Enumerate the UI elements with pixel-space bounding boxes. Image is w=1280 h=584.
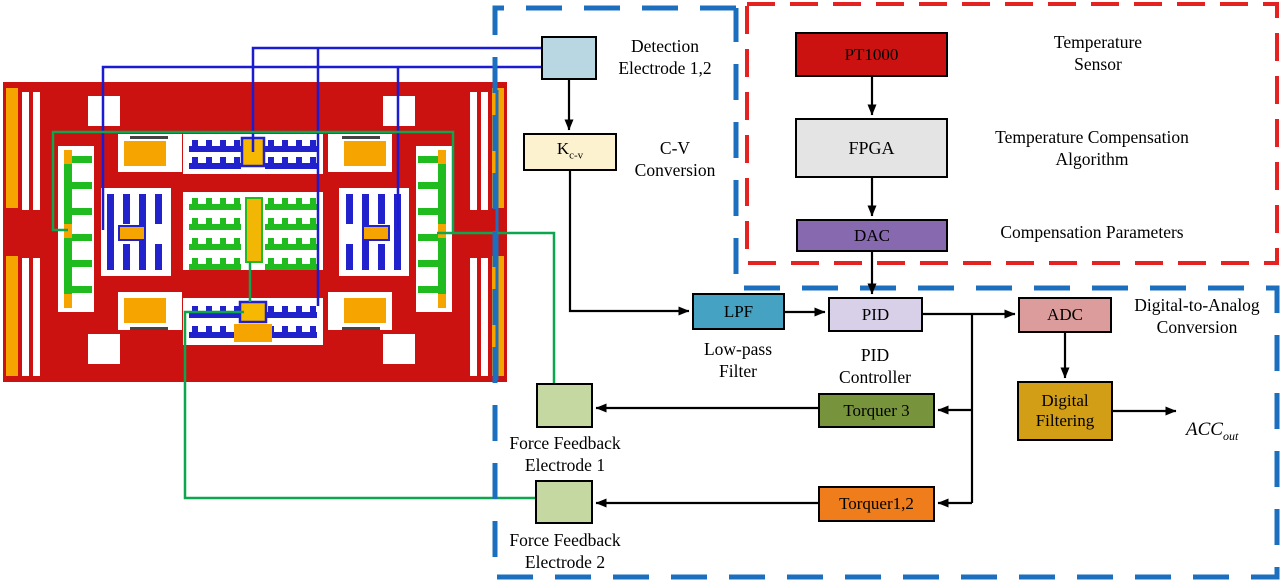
adc-block: ADC: [1018, 297, 1112, 333]
pid-block: PID: [828, 297, 923, 332]
force-feedback1-caption: Force Feedback Electrode 1: [509, 433, 621, 475]
compensation-parameters-caption: Compensation Parameters: [1000, 222, 1184, 242]
torquer3-block: Torquer 3: [818, 393, 935, 428]
digital-filtering-label: Digital Filtering: [1035, 391, 1095, 430]
detection-electrode-caption: Detection Electrode 1,2: [618, 36, 712, 78]
dac-block: DAC: [796, 219, 948, 252]
temperature-sensor-caption: Temperature Sensor: [1053, 32, 1143, 74]
lpf-block: LPF: [692, 293, 785, 330]
mems-chip-layout: [3, 82, 507, 382]
temperature-region-border: [745, 2, 1279, 265]
force-feedback-electrode1-block: [536, 383, 593, 428]
temperature-compensation-caption: Temperature Compensation Algorithm: [995, 127, 1189, 169]
pt1000-block: PT1000: [795, 32, 948, 77]
detection-electrode-block: [541, 36, 597, 80]
feedback-wires-green: [51, 130, 556, 500]
detection-signal-wires-blue: [101, 46, 541, 306]
acc-output-label: ACCout: [1186, 419, 1239, 443]
digital-to-analog-caption: Digital-to-Analog Conversion: [1134, 295, 1260, 337]
pid-caption: PID Controller: [839, 345, 911, 387]
lpf-caption: Low-pass Filter: [703, 339, 773, 381]
force-feedback-electrode2-block: [535, 480, 593, 524]
flow-arrows: [564, 77, 1177, 508]
cv-gain-label: Kc-v: [556, 138, 584, 162]
cv-conversion-caption: C-V Conversion: [634, 138, 716, 180]
fpga-block: FPGA: [795, 118, 948, 178]
torquer12-block: Torquer1,2: [818, 486, 935, 522]
cv-gain-block: Kc-v: [523, 133, 617, 171]
digital-filtering-block: Digital Filtering: [1017, 381, 1113, 441]
force-feedback2-caption: Force Feedback Electrode 2: [509, 530, 621, 572]
analog-loop-region-border: [492, 5, 1280, 580]
